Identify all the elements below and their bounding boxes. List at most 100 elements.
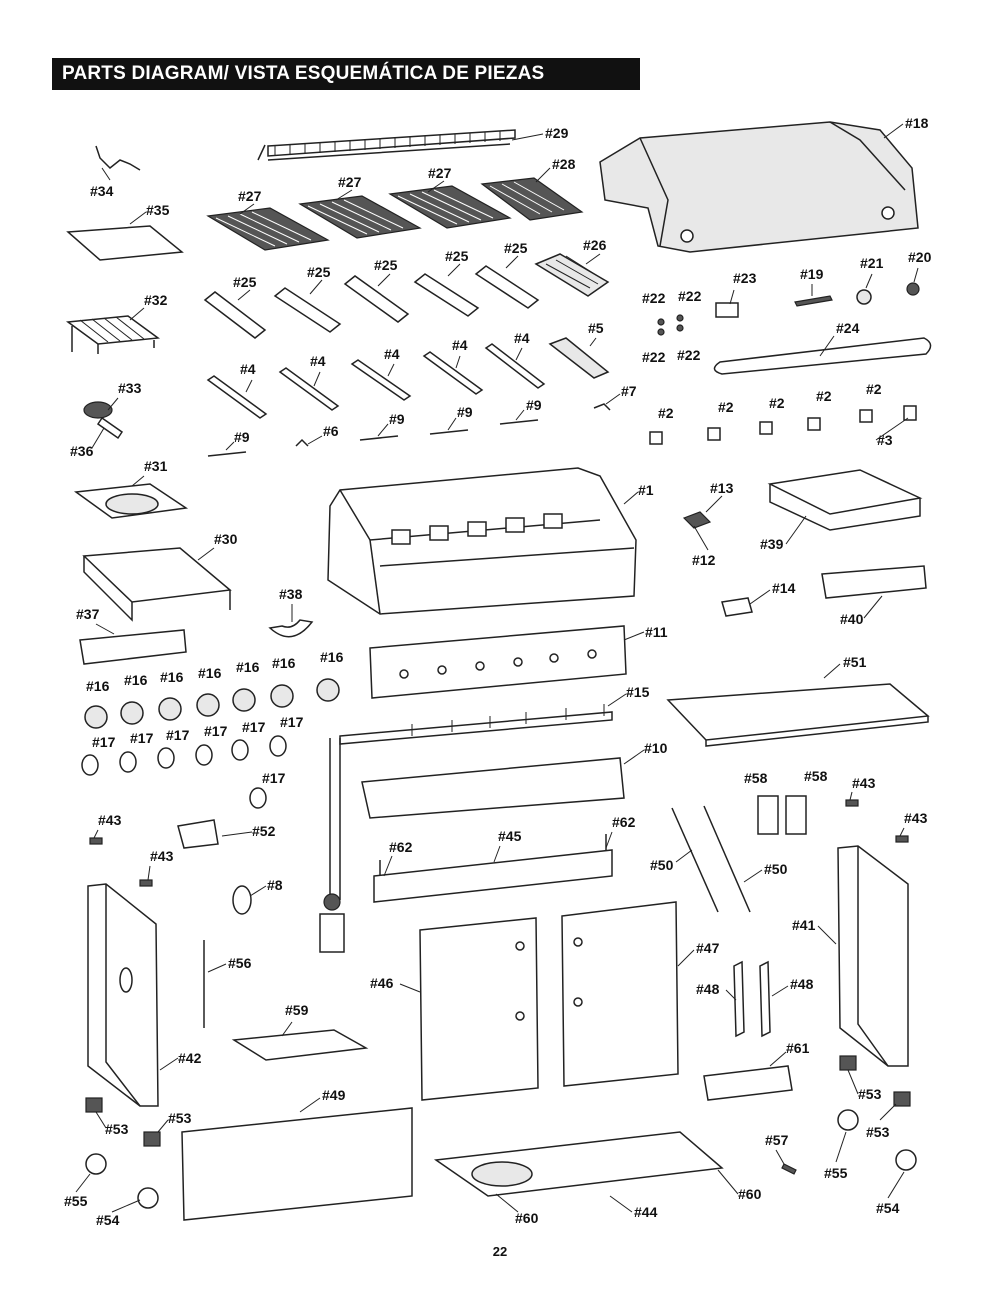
caster-part (85, 1109, 917, 1209)
callout-label: #7 (621, 383, 637, 399)
callout-label: #15 (626, 684, 650, 700)
cooking-grate-part (298, 195, 422, 239)
callout-label: #59 (285, 1002, 309, 1018)
callout-label: #43 (98, 812, 122, 828)
callout-label: #17 (204, 723, 228, 739)
tank-holder-part (703, 1065, 793, 1101)
callout-label: #16 (124, 672, 148, 688)
callout-label: #16 (272, 655, 296, 671)
callout-label: #25 (233, 274, 257, 290)
callout-label: #50 (764, 861, 788, 877)
callout-label: #53 (168, 1110, 192, 1126)
callout-label: #62 (389, 839, 413, 855)
cooking-grate-part (388, 185, 512, 229)
cooking-grate-part (480, 177, 584, 221)
callout-label: #2 (769, 395, 785, 411)
callout-label: #58 (744, 770, 768, 786)
callout-label: #46 (370, 975, 394, 991)
sear-plate-part (534, 253, 610, 297)
callout-label: #17 (166, 727, 190, 743)
callout-label: #2 (816, 388, 832, 404)
door-part (561, 901, 679, 1087)
door-part (419, 917, 539, 1101)
side-burner-tray-part (73, 483, 189, 519)
callout-label: #48 (696, 981, 720, 997)
warming-rack-part (257, 129, 516, 161)
callout-label: #54 (96, 1212, 120, 1228)
hinge-part (757, 795, 779, 835)
callout-label: #36 (70, 443, 94, 459)
callout-label: #21 (860, 255, 884, 271)
callout-label: #49 (322, 1087, 346, 1103)
cart-side-panel-part (837, 845, 909, 1067)
callout-label: #22 (642, 290, 666, 306)
door-handle-part (733, 960, 745, 1038)
heat-tent-part (203, 265, 540, 339)
callout-label: #44 (634, 1204, 658, 1220)
grease-cup-part (177, 819, 219, 849)
callout-label: #54 (876, 1200, 900, 1216)
side-burner-part (83, 401, 124, 440)
side-shelf-part (66, 225, 184, 261)
callout-label: #40 (840, 611, 864, 627)
electrode-part (295, 438, 309, 447)
callout-label: #43 (150, 848, 174, 864)
callout-label: #60 (515, 1210, 539, 1226)
clamp-ring-part (232, 885, 252, 915)
callout-label: #13 (710, 480, 734, 496)
clip-part (89, 799, 909, 887)
callout-label: #34 (90, 183, 114, 199)
callout-label: #45 (498, 828, 522, 844)
callout-label: #20 (908, 249, 932, 265)
callout-label: #61 (786, 1040, 810, 1056)
callout-label: #37 (76, 606, 100, 622)
page-number: 22 (492, 1244, 508, 1259)
callout-label: #2 (658, 405, 674, 421)
callout-label: #55 (64, 1193, 88, 1209)
back-panel-part (181, 1107, 413, 1221)
callout-label: #12 (692, 552, 716, 568)
burner-box-part (548, 337, 610, 379)
callout-label: #22 (677, 347, 701, 363)
front-panel-part (79, 629, 187, 665)
callout-label: #57 (765, 1132, 789, 1148)
callout-label: #17 (262, 770, 286, 786)
heat-shield-part (361, 757, 625, 819)
side-shelf-part (767, 469, 923, 531)
callout-label: #48 (790, 976, 814, 992)
callout-label: #5 (588, 320, 604, 336)
lid-part (599, 121, 919, 253)
electrode-part (593, 403, 611, 411)
callout-label: #9 (457, 404, 473, 420)
heat-shield-part (268, 619, 314, 638)
callout-label: #4 (514, 330, 530, 346)
bracket-part (649, 405, 917, 445)
bottom-tray-part (433, 1131, 724, 1197)
thermometer-part (856, 289, 872, 305)
callout-label: #56 (228, 955, 252, 971)
callout-label: #22 (678, 288, 702, 304)
callout-label: #38 (279, 586, 303, 602)
callout-label: #47 (696, 940, 720, 956)
screw-part (657, 314, 684, 336)
callout-label: #11 (645, 624, 668, 640)
callout-label: #39 (760, 536, 784, 552)
callout-label: #28 (552, 156, 576, 172)
handle-bezel-part (794, 295, 833, 307)
rod-part (671, 807, 719, 913)
callout-label: #27 (428, 165, 452, 181)
callout-label: #53 (866, 1124, 890, 1140)
callout-label: #1 (638, 482, 654, 498)
firebox-part (327, 467, 637, 615)
callout-label: #17 (280, 714, 304, 730)
callout-label: #25 (504, 240, 528, 256)
callout-label: #35 (146, 202, 170, 218)
callout-label: #10 (644, 740, 668, 756)
callout-label: #33 (118, 380, 142, 396)
callout-label: #18 (905, 115, 929, 131)
hose-tag-part (319, 913, 345, 953)
callout-label: #2 (718, 399, 734, 415)
callout-label: #52 (252, 823, 276, 839)
callout-label: #41 (792, 917, 816, 933)
callout-label: #23 (733, 270, 757, 286)
